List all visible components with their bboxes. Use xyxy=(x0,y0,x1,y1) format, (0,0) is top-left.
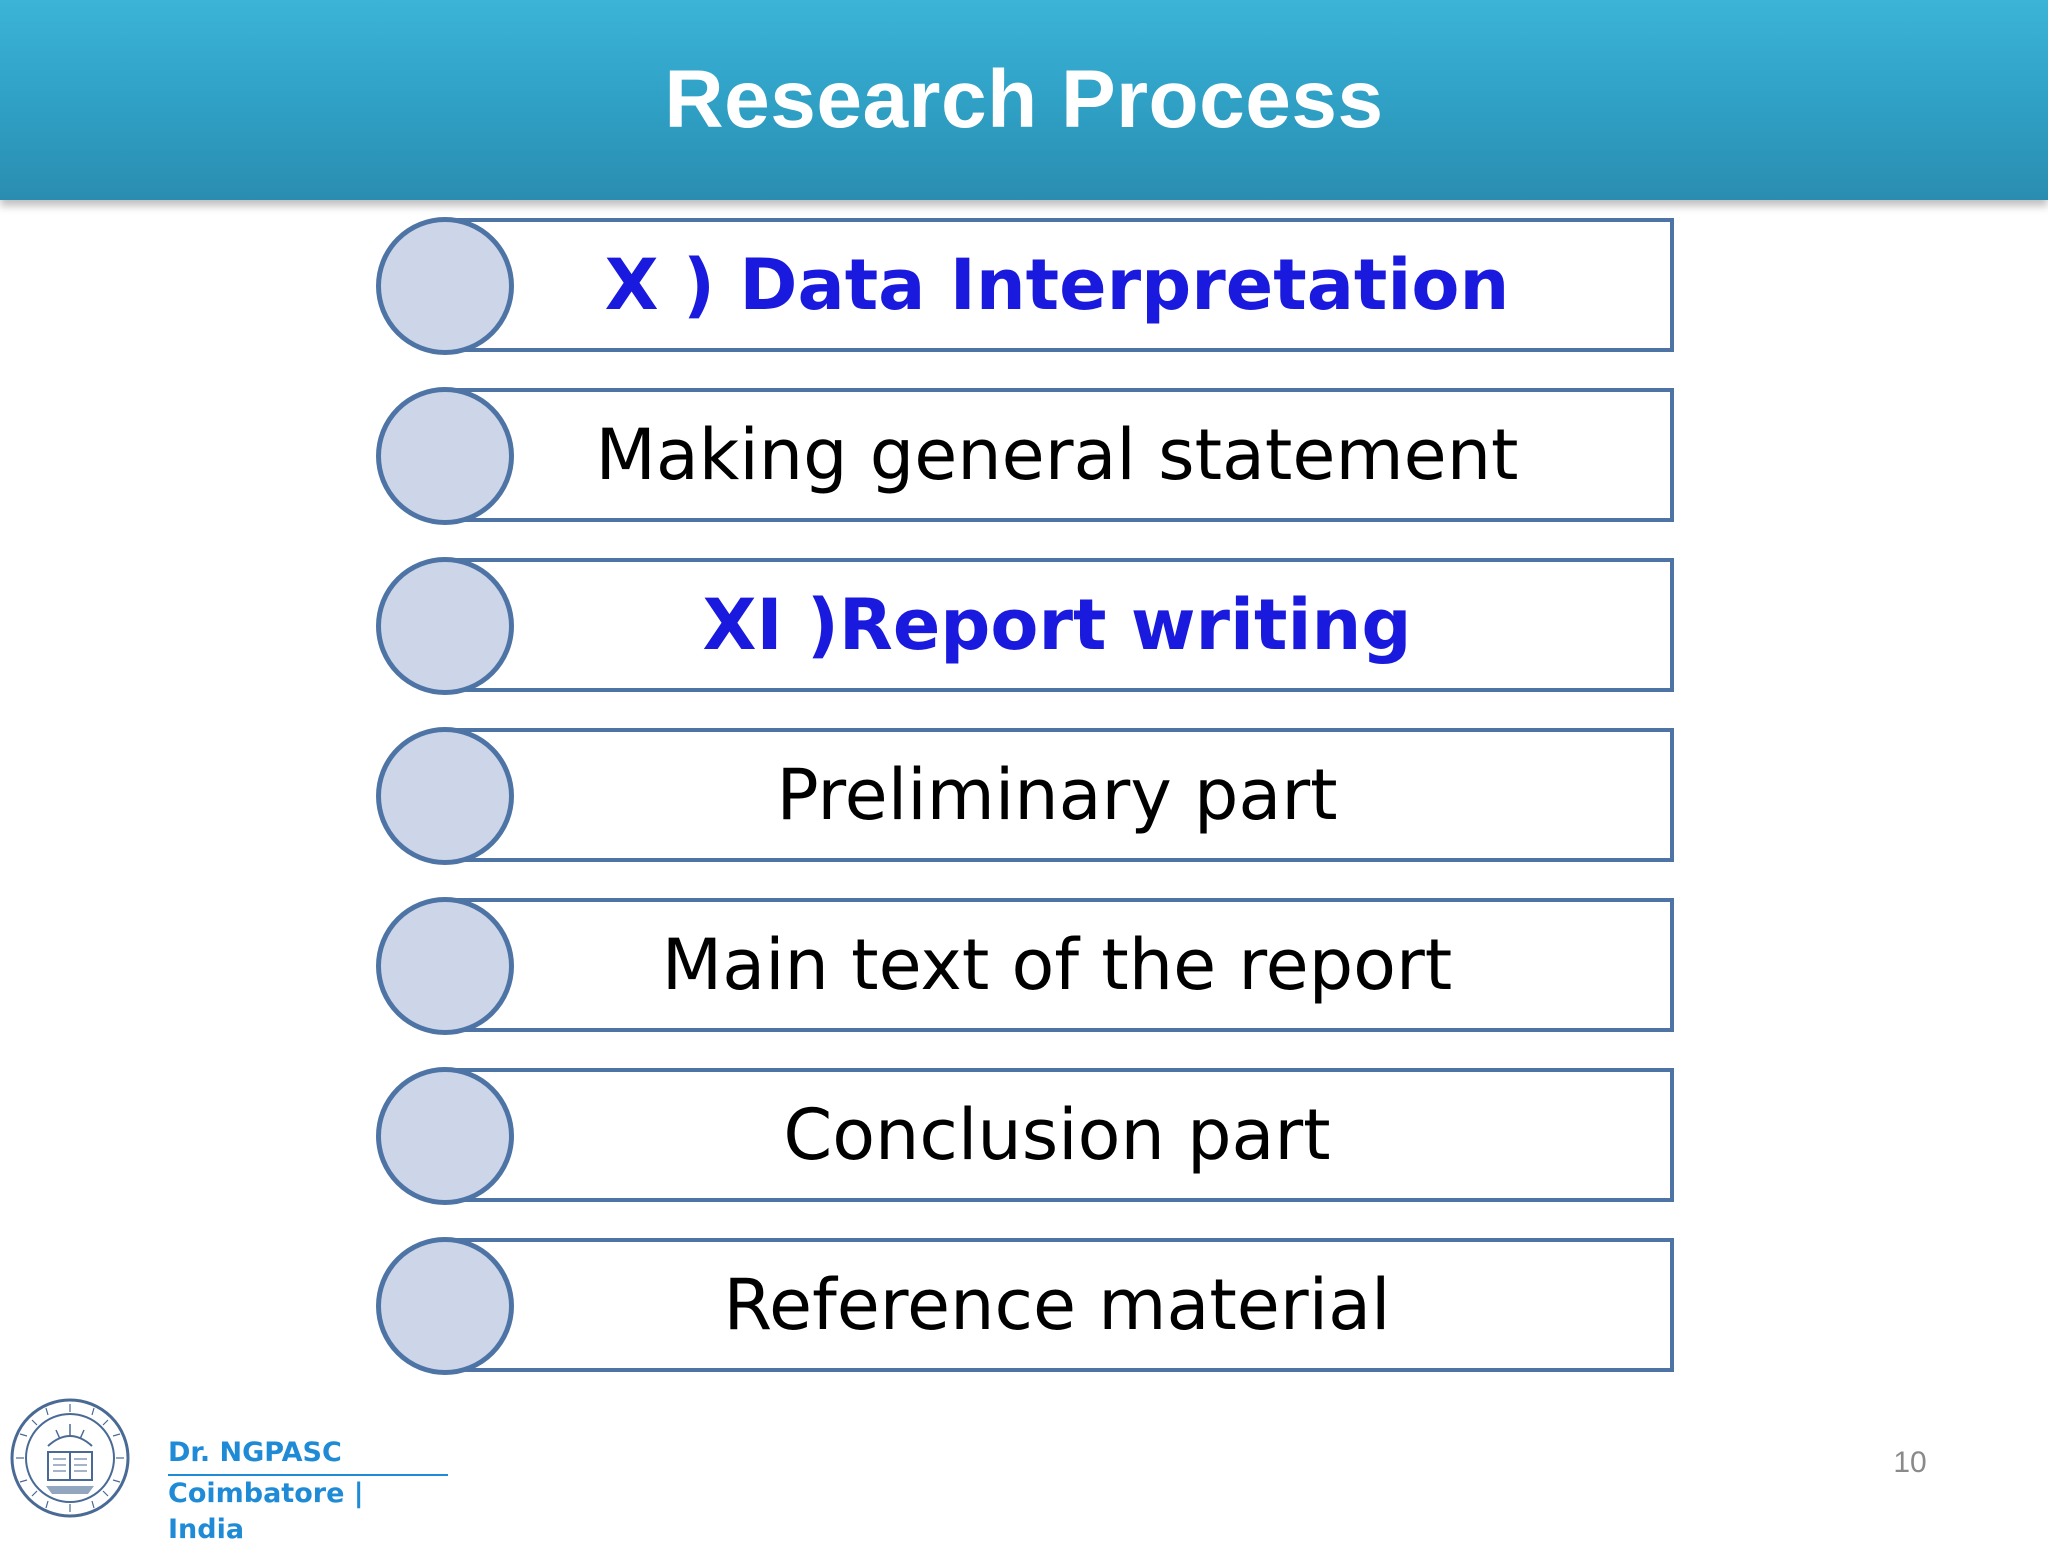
slide-title: Research Process xyxy=(664,54,1384,145)
list-item-label: Reference material xyxy=(723,1264,1391,1346)
list-item-box xyxy=(440,558,1674,692)
list-item-box xyxy=(440,728,1674,862)
bullet-circle-icon xyxy=(376,897,514,1035)
list-item-box xyxy=(440,1068,1674,1202)
list-item-label: XI )Report writing xyxy=(702,584,1412,666)
list-item-label: Preliminary part xyxy=(776,754,1338,836)
list-item: Reference material xyxy=(376,1237,1674,1375)
title-bar: Research Process xyxy=(0,0,2048,200)
college-name: Dr. NGPASC Coimbatore | India xyxy=(168,1436,448,1548)
list-item-box xyxy=(440,1238,1674,1372)
list-item: Conclusion part xyxy=(376,1067,1674,1205)
list-item-label: Main text of the report xyxy=(661,924,1453,1006)
list-item: X ) Data Interpretation xyxy=(376,217,1674,355)
bullet-circle-icon xyxy=(376,1067,514,1205)
page-number: 10 xyxy=(1893,1446,1927,1479)
bullet-circle-icon xyxy=(376,557,514,695)
list-item: Main text of the report xyxy=(376,897,1674,1035)
bullet-circle-icon xyxy=(376,387,514,525)
list-item-box xyxy=(440,218,1674,352)
bullet-circle-icon xyxy=(376,727,514,865)
list-item-label: Conclusion part xyxy=(783,1094,1331,1176)
college-name-line1: Dr. NGPASC xyxy=(168,1436,448,1476)
bullet-circle-icon xyxy=(376,217,514,355)
list-item: Preliminary part xyxy=(376,727,1674,865)
college-location: Coimbatore | India xyxy=(168,1478,364,1545)
list-item-label: X ) Data Interpretation xyxy=(604,244,1510,326)
list-item-box xyxy=(440,388,1674,522)
list-item-label: Making general statement xyxy=(595,414,1519,496)
college-seal-icon xyxy=(10,1398,130,1518)
list-item: XI )Report writing xyxy=(376,557,1674,695)
bullet-circle-icon xyxy=(376,1237,514,1375)
list-item: Making general statement xyxy=(376,387,1674,525)
